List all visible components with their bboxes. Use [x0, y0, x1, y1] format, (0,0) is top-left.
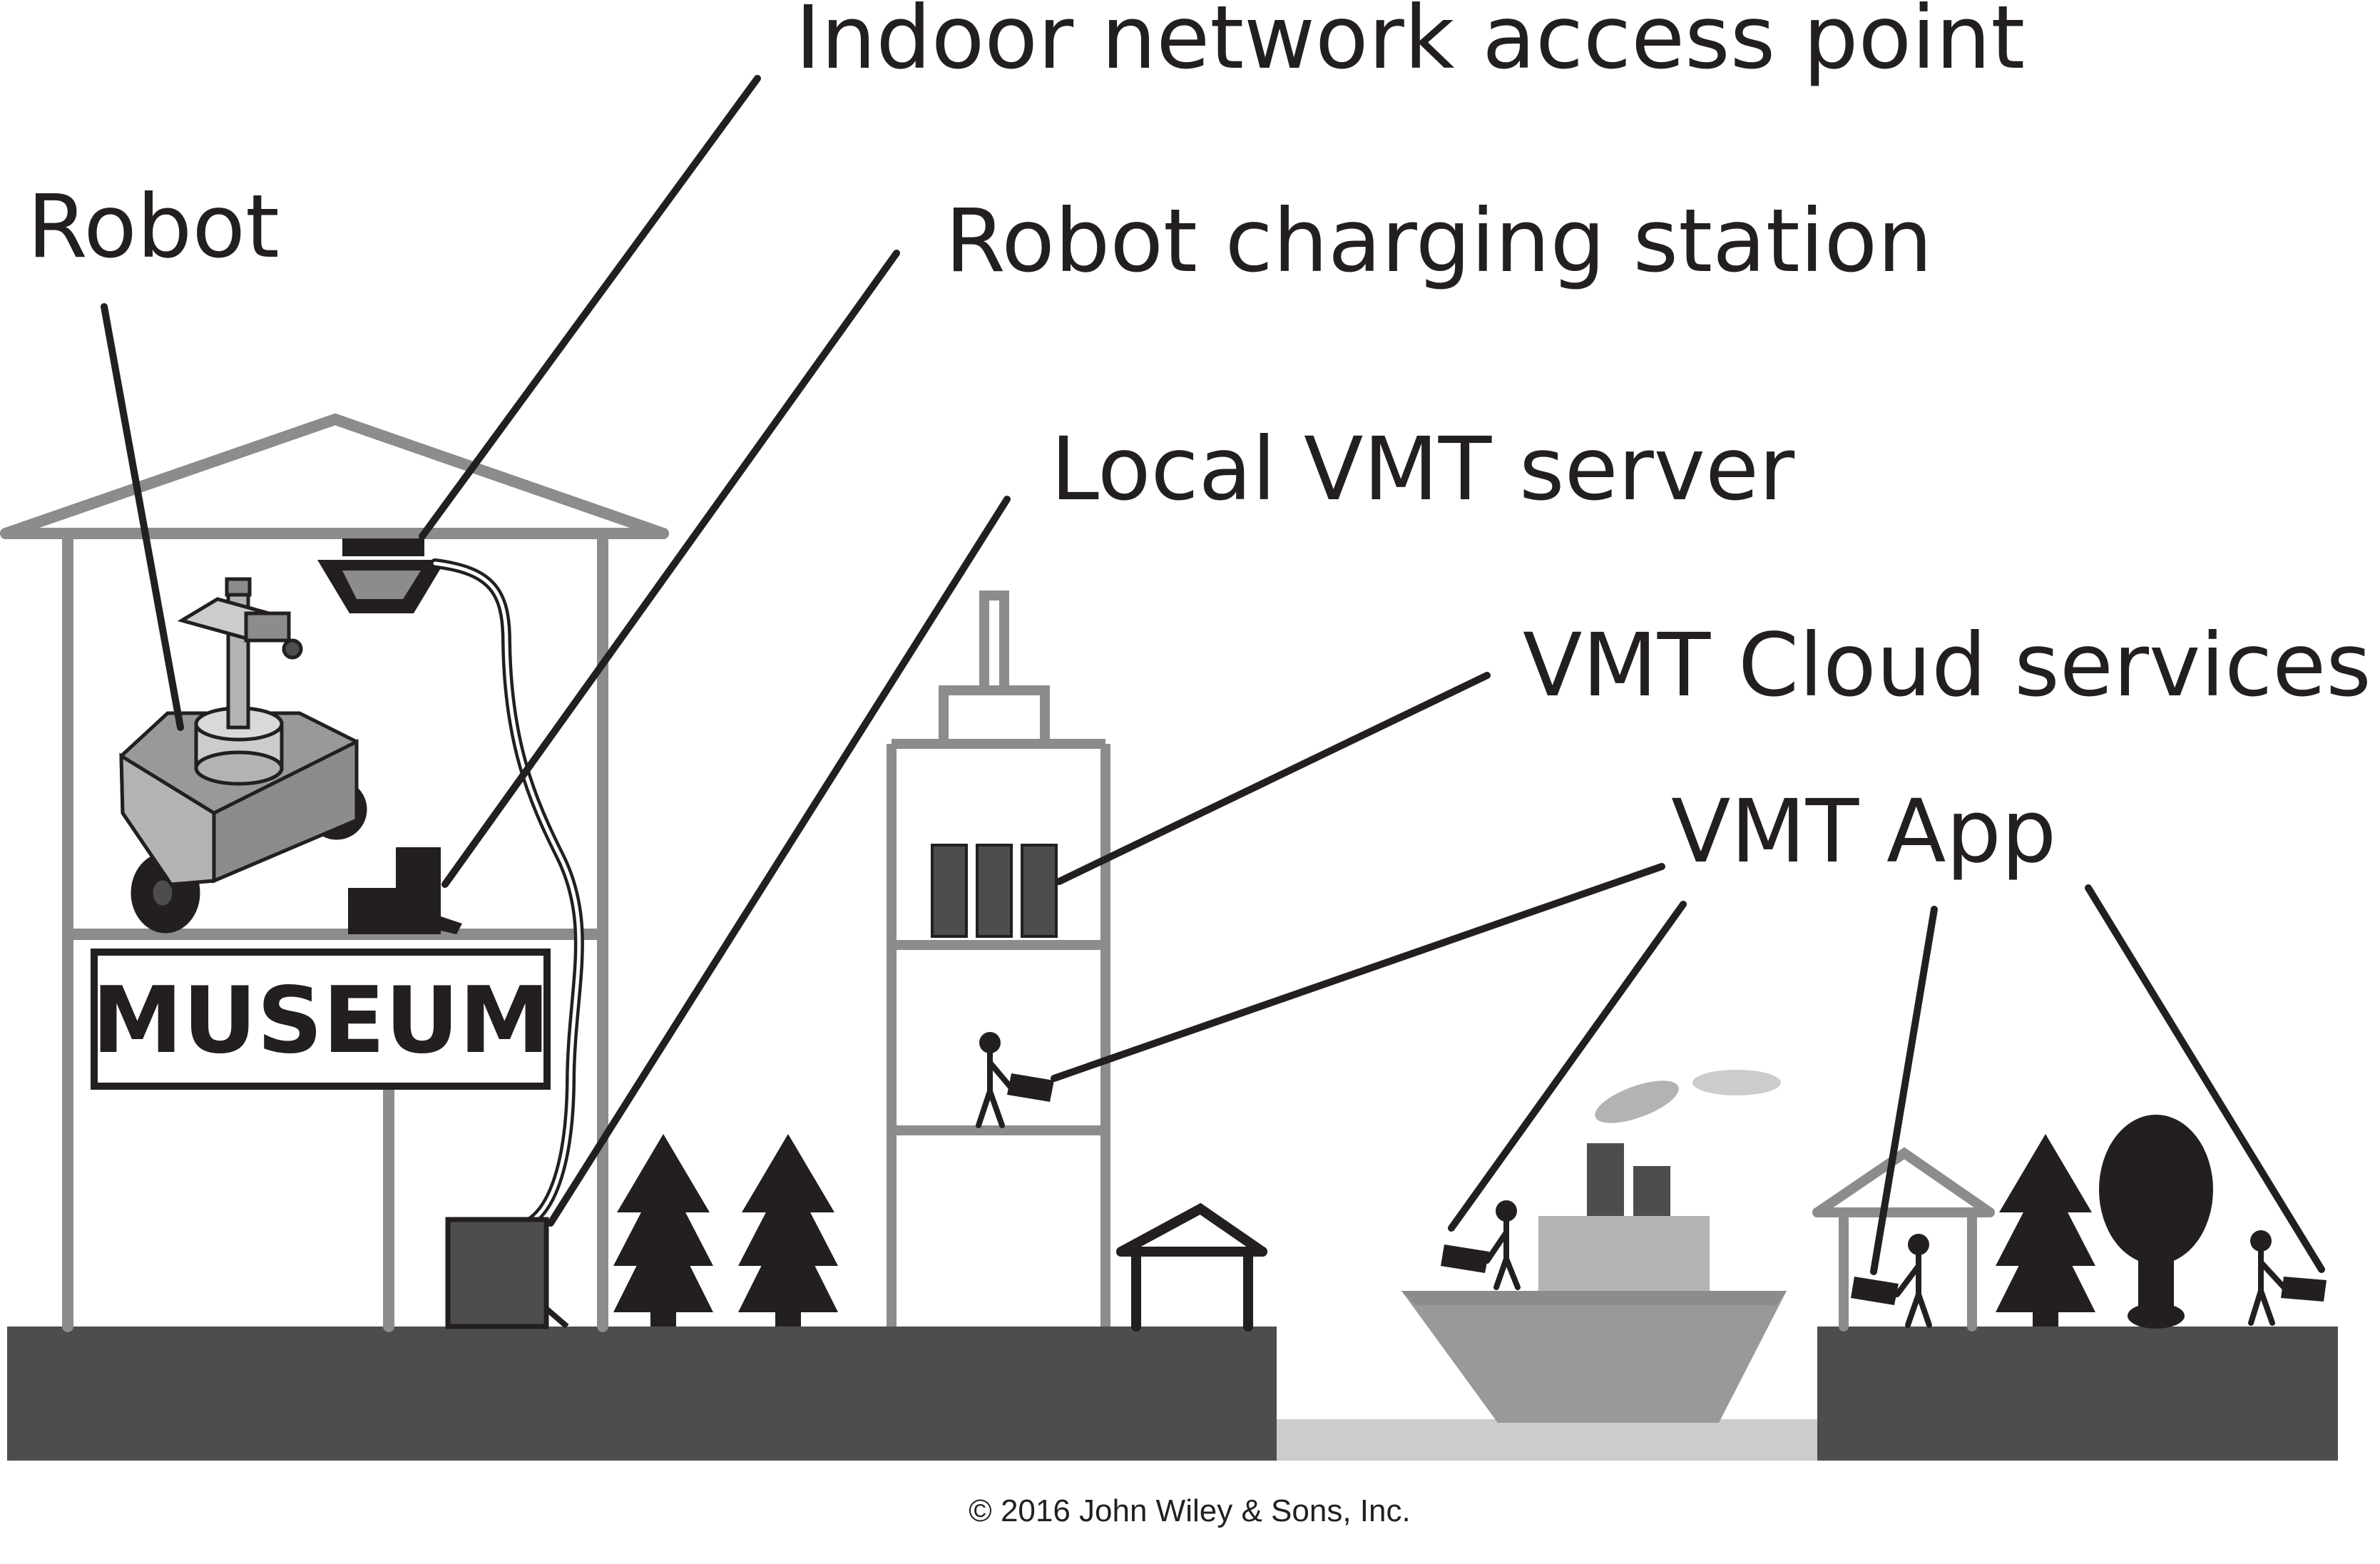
small-house	[1116, 1202, 1267, 1332]
boat	[1401, 1070, 1787, 1423]
pine-tree	[738, 1134, 838, 1327]
round-tree	[2099, 1115, 2213, 1329]
ground-right	[1817, 1327, 2338, 1461]
leader-app-house	[1870, 906, 1938, 1275]
pine-tree	[1996, 1134, 2095, 1327]
server-cable	[544, 1306, 569, 1329]
charging-station-icon	[348, 847, 462, 934]
label-access-point: Indoor network access point	[795, 0, 2025, 88]
leader-app-boat	[1448, 901, 1687, 1232]
museum-sign-text: MUSEUM	[92, 968, 550, 1074]
person-house	[1851, 1234, 1932, 1328]
person-boat	[1441, 1200, 1521, 1290]
museum-sign	[91, 949, 551, 1090]
local-server-box	[445, 1217, 549, 1329]
right-house	[1812, 1147, 1995, 1332]
network-cable-inner	[433, 561, 581, 1229]
person-right	[2248, 1230, 2327, 1326]
leader-charging	[441, 250, 900, 888]
leader-robot	[101, 303, 184, 731]
leader-lines	[101, 75, 2325, 1275]
leader-access-point	[419, 75, 761, 540]
label-app: VMT App	[1671, 781, 2056, 882]
label-charging-station: Robot charging station	[945, 190, 1933, 292]
pine-tree	[613, 1134, 713, 1327]
label-robot: Robot	[27, 176, 280, 277]
ground-left	[7, 1327, 1277, 1461]
cloud-tower	[887, 591, 1110, 1327]
person-tower	[976, 1032, 1054, 1128]
robot-icon	[119, 577, 367, 934]
leader-cloud	[1056, 672, 1491, 885]
cloud-servers-icon	[931, 844, 1058, 938]
water	[1277, 1419, 1819, 1461]
label-cloud: VMT Cloud services	[1523, 615, 2371, 716]
access-point-icon	[317, 538, 446, 613]
leader-app-right	[2085, 884, 2325, 1273]
leader-app-tower	[1051, 863, 1665, 1082]
label-local-server: Local VMT server	[1051, 419, 1795, 520]
copyright: © 2016 John Wiley & Sons, Inc.	[969, 1493, 1410, 1528]
leader-local-server	[547, 496, 1011, 1227]
